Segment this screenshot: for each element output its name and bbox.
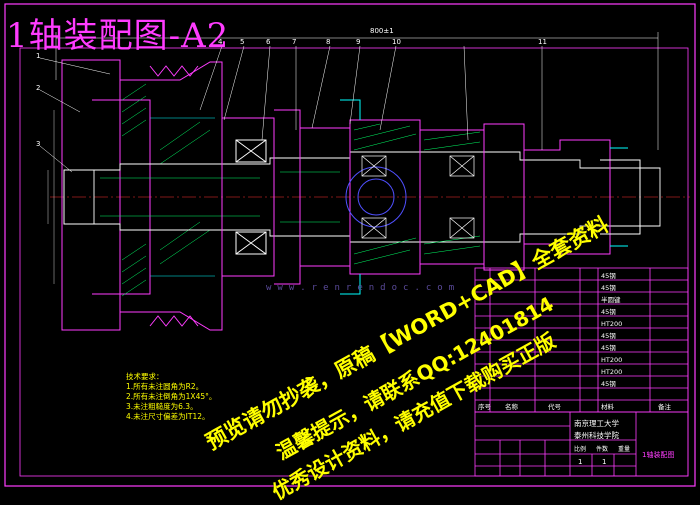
bom-header-cell: 序号 xyxy=(478,402,492,411)
shaft xyxy=(63,151,661,243)
pulley xyxy=(61,59,223,331)
bom-material-cell: 45钢 xyxy=(601,380,616,388)
bom-material-cell: 45钢 xyxy=(601,308,616,316)
part-number-label: 6 xyxy=(266,38,271,46)
count-label: 件数 xyxy=(596,445,608,453)
inner-frame xyxy=(19,47,689,477)
part-number-label: 7 xyxy=(292,38,296,46)
part-number-label: 11 xyxy=(538,38,547,46)
title-block xyxy=(474,411,689,477)
part-number-label: 1 xyxy=(36,52,40,60)
part-number-labels: 1 2 3 4 5 6 7 8 9 10 11 xyxy=(36,38,547,148)
leader-lines xyxy=(39,45,543,173)
tech-req-item: 2.所有未注倒角为1X45°。 xyxy=(126,392,217,401)
bom-header-cell: 代号 xyxy=(548,402,562,411)
bom-header-cells: 序号 名称 代号 材料 备注 xyxy=(478,402,672,411)
gear-assembly xyxy=(299,99,525,295)
bom-material-cell: 45钢 xyxy=(601,332,616,340)
bom-material-cell: HT200 xyxy=(601,356,622,364)
school-name-2: 泰州科技学院 xyxy=(574,430,619,440)
bom-table xyxy=(474,267,689,413)
part-number-label: 10 xyxy=(392,38,401,46)
dimension-text: 800±1 xyxy=(370,27,394,35)
tech-req-heading: 技术要求： xyxy=(126,372,164,381)
school-name-1: 南京理工大学 xyxy=(574,418,619,428)
top-dimension xyxy=(55,32,659,150)
right-end xyxy=(524,139,641,255)
bom-header-cell: 材料 xyxy=(601,402,615,411)
bom-material-cell: 45钢 xyxy=(601,284,616,292)
part-number-label: 2 xyxy=(36,84,40,92)
bom-material-cell: HT200 xyxy=(601,368,622,376)
drawing-title: 1轴装配图-A2 xyxy=(6,16,230,56)
bom-material-cell: HT200 xyxy=(601,320,622,328)
part-number-label: 5 xyxy=(240,38,244,46)
pulley-hatch xyxy=(121,83,211,297)
bom-header-cell: 备注 xyxy=(658,402,672,411)
weight-label: 重量 xyxy=(618,445,630,453)
scale-label: 比例 xyxy=(574,445,586,453)
site-watermark: www.renrendoc.com xyxy=(266,283,461,293)
gear-hatch xyxy=(353,123,481,265)
bom-material-cell: 45钢 xyxy=(601,272,616,280)
tech-req-item: 1.所有未注圆角为R2。 xyxy=(126,382,204,391)
drawing-canvas: 800±1 xyxy=(4,3,696,504)
part-number-label: 3 xyxy=(36,140,40,148)
bom-material-cell: 45钢 xyxy=(601,344,616,352)
part-number-label: 8 xyxy=(326,38,330,46)
middle-bearings xyxy=(361,155,475,239)
bom-header-cell: 名称 xyxy=(505,402,519,411)
left-dimensions xyxy=(47,110,55,284)
technical-requirements: 技术要求： 1.所有未注圆角为R2。 2.所有未注倒角为1X45°。 3.未注粗… xyxy=(126,372,216,422)
assembly-drawing: 800±1 xyxy=(4,3,696,487)
tech-req-item: 4.未注尺寸偏差为IT12。 xyxy=(126,412,210,421)
shaft-detail xyxy=(100,171,340,223)
drawing-name: 1轴装配图 xyxy=(642,450,674,459)
scale-value-2: 1 xyxy=(602,458,606,466)
part-number-label: 9 xyxy=(356,38,360,46)
part-number-label: 4 xyxy=(218,38,223,46)
outer-frame xyxy=(4,3,696,487)
bom-material-cell: 半圆键 xyxy=(601,295,621,304)
scale-value-1: 1 xyxy=(578,458,582,466)
tech-req-item: 3.未注粗糙度为6.3。 xyxy=(126,402,198,411)
